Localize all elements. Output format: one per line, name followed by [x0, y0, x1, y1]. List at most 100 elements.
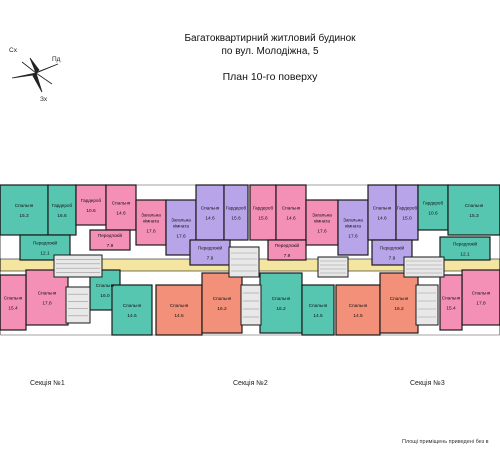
room-6-name: Передпокій — [33, 240, 58, 246]
section-label-1: Секція №1 — [30, 380, 65, 387]
stair-lift-core — [415, 284, 439, 326]
room-17-area: 17.6 — [317, 229, 327, 235]
room-33-area: 17.8 — [476, 301, 486, 307]
room-24-area: 17.6 — [348, 234, 358, 240]
room-12-name: Загальна — [171, 218, 191, 223]
room-31-area: 14.5 — [353, 313, 363, 319]
room-6-area: 12.1 — [40, 251, 50, 257]
room-8-area: 17.8 — [42, 301, 52, 307]
room-10-name: Спальня — [96, 283, 115, 288]
room-22-name: Спальня — [272, 296, 291, 301]
room-8 — [25, 269, 69, 326]
room-15 — [249, 184, 277, 241]
room-24-name: кімната — [345, 224, 361, 229]
room-27-name: Гардероб — [423, 201, 444, 206]
room-23-area: 14.5 — [313, 313, 323, 319]
room-25-area: 14.6 — [377, 216, 387, 222]
room-1-area: 15.3 — [19, 213, 29, 219]
room-22 — [259, 272, 303, 334]
room-8-name: Спальня — [38, 291, 57, 296]
room-21-name: Спальня — [213, 296, 232, 301]
room-30-area: 12.1 — [460, 252, 470, 258]
stair-lift-core — [240, 284, 262, 326]
room-7-name: Передпокій — [98, 232, 123, 238]
stair-lift-core — [53, 254, 103, 278]
room-16 — [275, 184, 307, 241]
room-1-name: Спальня — [15, 203, 34, 208]
room-28-name: Спальня — [465, 203, 484, 208]
room-3-name: Гардероб — [81, 198, 102, 203]
stair-lift-core — [228, 246, 260, 278]
room-5-area: 17.6 — [146, 229, 156, 235]
room-26 — [395, 184, 419, 241]
floor-plan: Спальня15.3Гардероб16.6Гардероб10.6Спаль… — [0, 184, 500, 336]
room-18 — [189, 239, 231, 266]
room-24 — [337, 199, 369, 256]
room-2-name: Гардероб — [52, 203, 73, 208]
room-3 — [75, 184, 107, 226]
room-25-name: Спальня — [373, 206, 392, 211]
room-10-area: 16.0 — [100, 293, 110, 299]
room-11 — [111, 284, 153, 336]
room-32-name: Спальня — [390, 296, 409, 301]
room-26-name: Гардероб — [397, 206, 418, 211]
room-14-area: 15.6 — [231, 216, 241, 222]
room-2 — [47, 184, 77, 236]
room-4 — [105, 184, 137, 231]
room-18-area: 7.9 — [207, 256, 214, 262]
room-30-name: Передпокій — [453, 241, 478, 247]
room-34-name: Спальня — [442, 296, 461, 301]
room-34-area: 15.4 — [446, 306, 456, 312]
plan-title: Багатоквартирний житловий будинок — [184, 33, 356, 44]
room-29-area: 7.9 — [389, 256, 396, 262]
room-27-area: 10.6 — [428, 211, 438, 217]
room-28 — [447, 184, 500, 236]
stair-lift-core — [403, 256, 445, 278]
room-23-name: Спальня — [309, 303, 328, 308]
compass-rose-icon: Сх Пд Зх — [0, 40, 80, 110]
plan-floor-label: План 10-го поверху — [222, 71, 318, 83]
room-19 — [267, 239, 307, 261]
stair-lift-core — [65, 286, 91, 324]
room-13-area: 14.6 — [205, 216, 215, 222]
room-5-name: кімната — [143, 219, 159, 224]
room-17-name: кімната — [314, 219, 330, 224]
section-label-3: Секція №3 — [410, 380, 445, 387]
room-14-name: Гардероб — [226, 206, 247, 211]
room-28-area: 15.3 — [469, 213, 479, 219]
room-33-name: Спальня — [472, 291, 491, 296]
room-19-name: Передпокій — [275, 242, 300, 248]
room-29-name: Передпокій — [380, 245, 405, 251]
room-20-name: Спальня — [170, 303, 189, 308]
room-11-name: Спальня — [123, 303, 142, 308]
room-19-area: 7.9 — [284, 253, 291, 259]
room-2-area: 16.6 — [57, 213, 67, 219]
room-15-area: 15.6 — [258, 216, 268, 222]
room-21 — [201, 272, 243, 334]
room-16-area: 14.6 — [286, 216, 296, 222]
room-25 — [367, 184, 397, 241]
plan-address: по вул. Молодіжна, 5 — [221, 46, 319, 57]
room-21-area: 16.2 — [217, 306, 227, 312]
room-7 — [89, 229, 131, 251]
room-20-area: 14.5 — [174, 313, 184, 319]
compass-label-s: Зх — [40, 96, 48, 103]
room-4-area: 14.6 — [116, 211, 126, 217]
room-11-area: 14.5 — [127, 313, 137, 319]
room-9-area: 15.4 — [8, 306, 18, 312]
room-33 — [461, 269, 500, 326]
room-14 — [223, 184, 249, 241]
room-15-name: Гардероб — [253, 206, 274, 211]
room-24-name: Загальна — [343, 218, 363, 223]
room-9 — [0, 274, 27, 331]
room-4-name: Спальня — [112, 201, 131, 206]
room-20 — [155, 284, 203, 336]
room-27 — [417, 184, 449, 231]
compass-label-n: Сх — [9, 47, 17, 54]
room-32 — [379, 272, 419, 334]
room-31-name: Спальня — [349, 303, 368, 308]
room-31 — [335, 284, 381, 336]
room-18-name: Передпокій — [198, 245, 223, 251]
room-17-name: Загальна — [312, 213, 332, 218]
compass-label-e: Пд — [52, 56, 61, 63]
